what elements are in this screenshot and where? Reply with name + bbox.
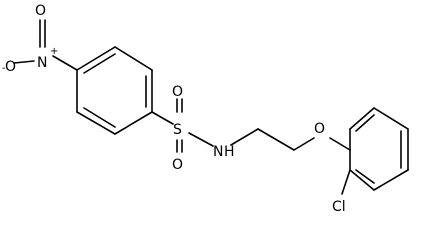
atom-o-top: O bbox=[35, 3, 46, 19]
atom-n-nitro: N bbox=[37, 55, 47, 71]
atom-n-amide: N bbox=[213, 144, 223, 160]
bond-ring1-inner-c bbox=[83, 107, 116, 128]
bond-ring2-inner-a bbox=[355, 169, 375, 184]
bond-ring2-inner-c bbox=[355, 114, 375, 132]
atom-o-left: O bbox=[5, 59, 16, 75]
bond-ring1-d bbox=[114, 111, 153, 135]
atom-o-s-top: O bbox=[172, 84, 183, 100]
bond-ring1-b bbox=[114, 46, 153, 71]
bond-ring2-b bbox=[349, 169, 375, 191]
atom-o-s-bottom: O bbox=[172, 157, 183, 173]
bond-ring2-f bbox=[349, 107, 375, 130]
bond-o-ring2 bbox=[329, 137, 351, 151]
bonds bbox=[13, 19, 409, 195]
bond-ring1-e bbox=[76, 111, 116, 135]
bond-ring-s bbox=[151, 111, 174, 125]
bond-n-c1 bbox=[230, 128, 259, 146]
bond-n-o-left bbox=[13, 60, 35, 64]
bond-ring1-a bbox=[76, 46, 116, 71]
atom-labels: N + O O - S O O N H O Cl bbox=[2, 3, 346, 215]
bond-ring2-e bbox=[373, 107, 409, 130]
bond-ring2-c bbox=[373, 169, 409, 191]
atom-h-amide: H bbox=[224, 144, 235, 160]
atom-s: S bbox=[173, 122, 182, 138]
bond-c1-c2 bbox=[257, 128, 295, 151]
bond-c2-o bbox=[293, 137, 315, 151]
bond-ring1-inner-a bbox=[83, 53, 116, 74]
charge-plus: + bbox=[50, 46, 58, 57]
bond-s-n bbox=[188, 132, 214, 147]
charge-minus: - bbox=[2, 63, 6, 74]
atom-cl: Cl bbox=[332, 199, 346, 215]
chemical-structure: N + O O - S O O N H O Cl bbox=[2, 3, 409, 215]
bond-n-ring bbox=[52, 55, 78, 71]
atom-o-ether: O bbox=[314, 121, 325, 137]
bond-ring2-cl bbox=[341, 169, 351, 195]
